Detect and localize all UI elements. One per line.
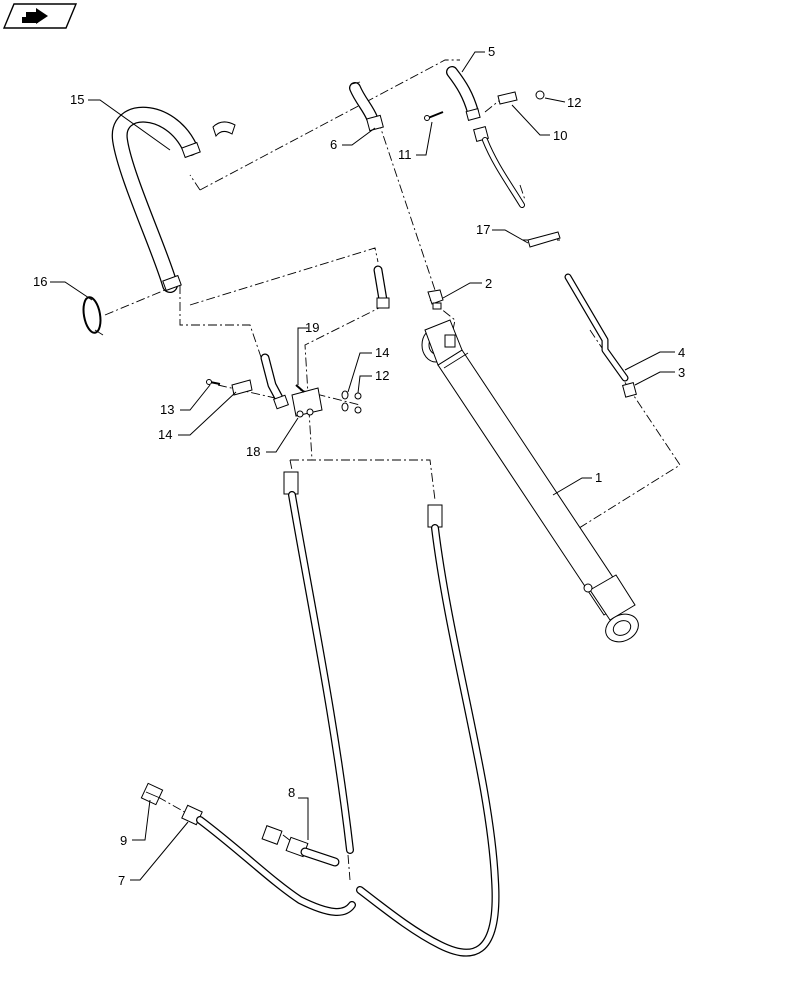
callout-5: 5: [488, 44, 495, 59]
callout-9: 9: [120, 833, 127, 848]
assembly-lines: [104, 59, 681, 881]
callout-3: 3: [678, 365, 685, 380]
hose-6[interactable]: [349, 81, 384, 132]
hose-7[interactable]: [181, 804, 356, 916]
washers-14-12-right[interactable]: [341, 390, 362, 414]
hose-small-upper[interactable]: [373, 265, 390, 309]
callout-2: 2: [485, 276, 492, 291]
callout-16: 16: [33, 274, 47, 289]
next-page-arrow-icon[interactable]: [0, 0, 80, 32]
clip[interactable]: [212, 121, 236, 138]
callout-14-left: 14: [158, 427, 172, 442]
bracket-18[interactable]: [291, 387, 323, 418]
fitting-2[interactable]: [427, 289, 444, 310]
callout-15: 15: [70, 92, 84, 107]
callout-6: 6: [330, 137, 337, 152]
bolt-13[interactable]: [206, 379, 221, 385]
bolt-19[interactable]: [295, 384, 305, 393]
hose-long-left[interactable]: [283, 471, 354, 854]
callout-14-right: 14: [375, 345, 389, 360]
cylinder-1[interactable]: [421, 319, 643, 647]
nut-12[interactable]: [535, 90, 545, 100]
callout-12-mid: 12: [375, 368, 389, 383]
hose-long-right[interactable]: [356, 504, 500, 957]
callout-7: 7: [118, 873, 125, 888]
hose-15[interactable]: [111, 106, 201, 293]
clamp-16[interactable]: [81, 296, 104, 336]
callout-12-top: 12: [567, 95, 581, 110]
hose-5[interactable]: [446, 66, 525, 208]
callout-8: 8: [288, 785, 295, 800]
leader-lines: [50, 51, 675, 881]
callout-labels: 1 2 3 4 5 6 7 8 9 10 11 12 12 13 14 14 1…: [33, 44, 685, 888]
callout-17: 17: [476, 222, 490, 237]
clip-14-left[interactable]: [231, 379, 253, 396]
tube-4[interactable]: [564, 273, 629, 382]
callout-18: 18: [246, 444, 260, 459]
plate-17[interactable]: [527, 231, 561, 248]
callout-11: 11: [398, 147, 412, 162]
bolt-11[interactable]: [424, 111, 444, 121]
fitting-9[interactable]: [140, 782, 164, 806]
fitting-8[interactable]: [261, 825, 340, 867]
hose-small-lower[interactable]: [260, 353, 289, 410]
callout-10: 10: [553, 128, 567, 143]
fitting-3[interactable]: [622, 382, 637, 398]
callout-13: 13: [160, 402, 174, 417]
callout-1: 1: [595, 470, 602, 485]
bracket-10[interactable]: [497, 91, 518, 105]
callout-4: 4: [678, 345, 685, 360]
callout-19: 19: [305, 320, 319, 335]
